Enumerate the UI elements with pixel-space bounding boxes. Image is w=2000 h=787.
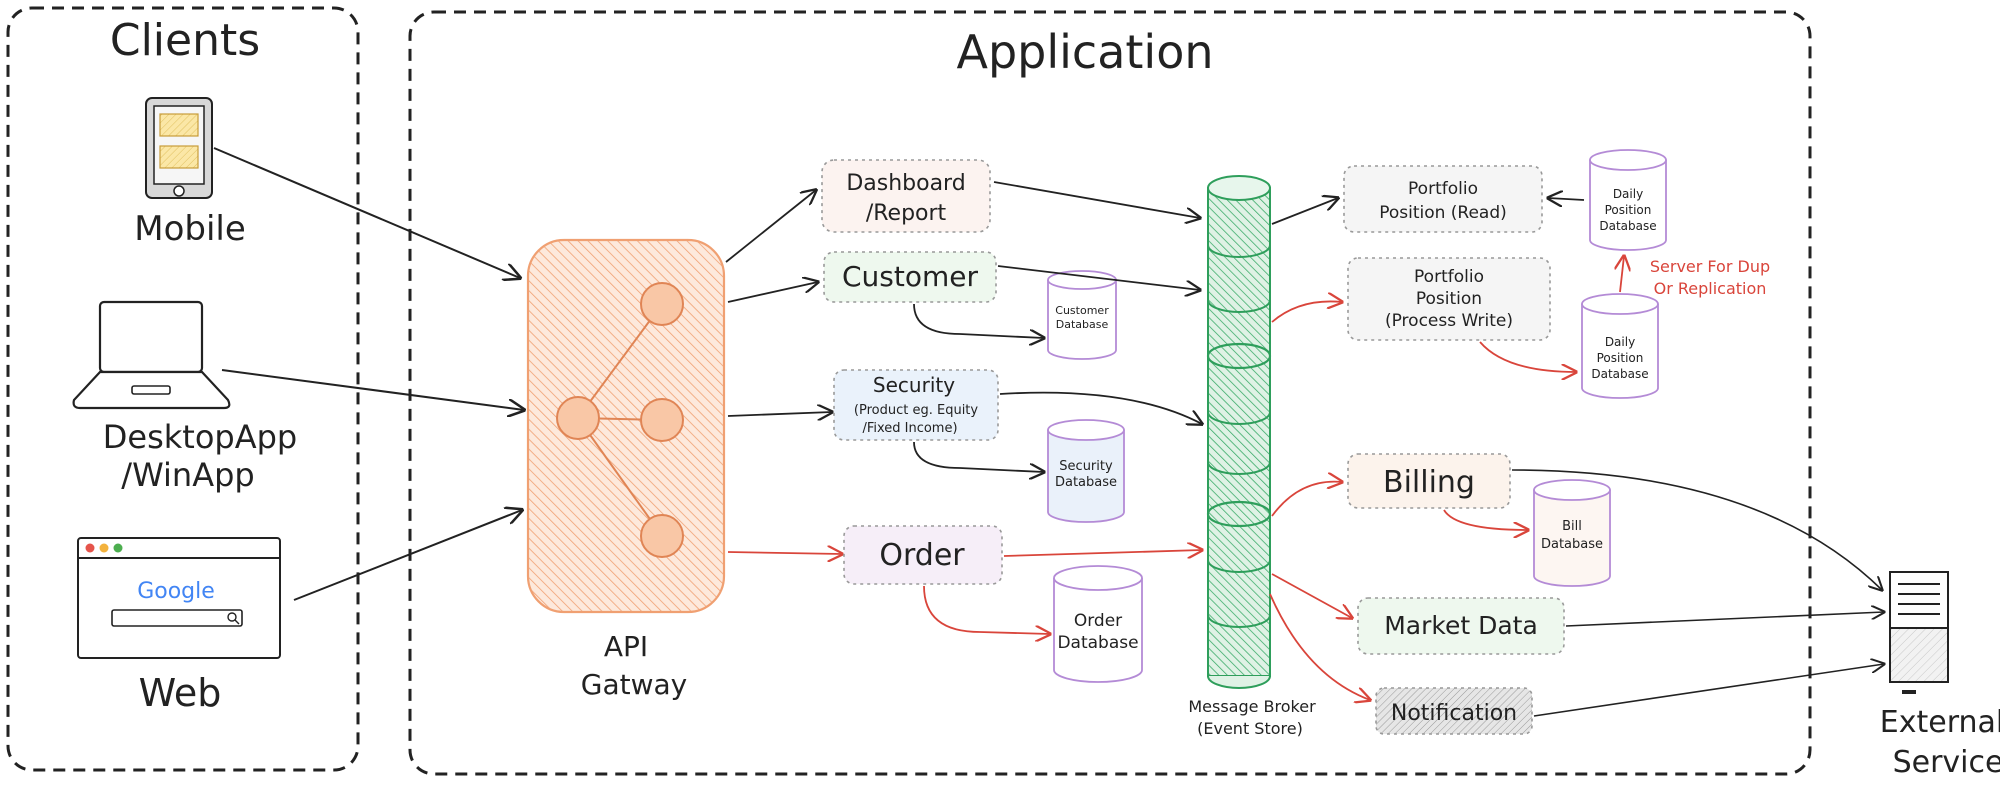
api-gateway[interactable]: API Gatway — [526, 238, 726, 701]
customer-db-line2: Database — [1056, 318, 1109, 331]
broker-label-line1: Message Broker — [1188, 697, 1316, 716]
notification-label: Notification — [1391, 701, 1517, 726]
bill-database[interactable]: Bill Database — [1533, 479, 1611, 587]
order-db-line1: Order — [1074, 611, 1122, 631]
arrow-web-to-gateway — [293, 510, 522, 601]
security-label-line2: (Product eg. Equity — [854, 403, 978, 418]
customer-db-line1: Customer — [1055, 304, 1109, 317]
external-label-line2: Service — [1893, 745, 2000, 780]
daily-bottom-line1: Daily — [1605, 335, 1635, 349]
portfolio-write-line1: Portfolio — [1414, 267, 1484, 287]
arrow-broker-to-market-data — [1271, 573, 1352, 618]
server-icon — [1889, 571, 1949, 694]
arrow-gateway-to-security — [727, 412, 832, 416]
daily-bottom-line2: Position — [1597, 351, 1644, 365]
arrow-security-to-broker — [999, 391, 1202, 424]
customer-service[interactable]: Customer — [823, 251, 997, 303]
arrow-customer-to-db — [913, 303, 1044, 338]
portfolio-read-line2: Position (Read) — [1379, 203, 1507, 223]
arrow-order-to-broker — [1003, 550, 1202, 556]
arrow-security-to-db — [913, 441, 1044, 472]
daily-top-line1: Daily — [1613, 187, 1643, 201]
mobile-phone-icon — [145, 97, 213, 199]
arrow-gateway-to-customer — [727, 282, 818, 303]
order-db-line2: Database — [1057, 633, 1138, 653]
billing-label: Billing — [1383, 465, 1475, 500]
external-label-line1: External — [1880, 705, 2000, 740]
daily-position-database-bottom[interactable]: Daily Position Database — [1581, 293, 1659, 399]
arrow-replication — [1620, 256, 1624, 293]
message-broker[interactable]: Message Broker (Event Store) — [1188, 175, 1316, 738]
security-label-line3: /Fixed Income) — [862, 421, 957, 436]
arrow-billing-to-bill-db — [1443, 509, 1528, 530]
dashboard-label-line1: Dashboard — [846, 171, 965, 196]
application-group-title: Application — [956, 25, 1213, 79]
google-logo: Google — [137, 579, 215, 604]
arrow-customer-to-broker — [997, 265, 1200, 290]
broker-label-line2: (Event Store) — [1197, 719, 1303, 738]
arrow-notification-to-external — [1533, 664, 1884, 717]
arrow-desktop-to-gateway — [221, 369, 524, 410]
clients-group-title: Clients — [110, 15, 260, 66]
desktop-client[interactable]: DesktopApp /WinApp — [72, 300, 298, 494]
web-client[interactable]: Google Web — [77, 537, 281, 715]
daily-top-line3: Database — [1599, 219, 1656, 233]
security-db-line2: Database — [1055, 475, 1117, 490]
arrow-market-data-to-external — [1565, 612, 1884, 627]
order-service[interactable]: Order — [843, 525, 1003, 585]
arrow-broker-to-notification — [1269, 593, 1370, 700]
dashboard-report-service[interactable]: Dashboard /Report — [821, 159, 991, 233]
customer-database[interactable]: Customer Database — [1047, 270, 1117, 360]
external-service[interactable]: External Service — [1880, 571, 2000, 780]
arrow-broker-to-portfolio-read — [1271, 198, 1338, 225]
bill-db-line2: Database — [1541, 537, 1603, 552]
arrow-gateway-to-dashboard — [725, 190, 816, 263]
desktop-label-line1: DesktopApp — [103, 418, 297, 456]
arrow-mobile-to-gateway — [213, 147, 520, 278]
arrow-gateway-to-order — [727, 552, 842, 554]
daily-top-line2: Position — [1605, 203, 1652, 217]
application-group: Application — [408, 10, 1812, 776]
replication-note: Server For Dup Or Replication — [1650, 257, 1770, 298]
market-data-service[interactable]: Market Data — [1357, 597, 1565, 655]
daily-position-database-top[interactable]: Daily Position Database — [1589, 149, 1667, 251]
gateway-label-line1: API — [604, 630, 648, 663]
arrow-daily-db-to-portfolio-read — [1548, 198, 1585, 200]
portfolio-read-line1: Portfolio — [1408, 179, 1478, 199]
replication-line1: Server For Dup — [1650, 257, 1770, 276]
browser-window-icon: Google — [77, 537, 281, 659]
bill-db-line1: Bill — [1562, 519, 1582, 534]
arrow-broker-to-portfolio-write — [1271, 301, 1342, 323]
arrow-billing-to-external — [1511, 469, 1882, 590]
daily-bottom-line3: Database — [1591, 367, 1648, 381]
portfolio-write-line3: (Process Write) — [1385, 311, 1513, 331]
security-database[interactable]: Security Database — [1047, 419, 1125, 523]
portfolio-position-read-service[interactable]: Portfolio Position (Read) — [1343, 165, 1543, 233]
gateway-label-line2: Gatway — [581, 668, 687, 701]
market-data-label: Market Data — [1384, 611, 1538, 640]
mobile-client[interactable]: Mobile — [134, 97, 246, 249]
portfolio-write-line2: Position — [1416, 289, 1482, 309]
security-label-line1: Security — [873, 373, 955, 397]
portfolio-position-write-service[interactable]: Portfolio Position (Process Write) — [1347, 257, 1551, 341]
laptop-icon — [72, 300, 231, 410]
arrow-portfolio-write-to-daily-db — [1479, 341, 1576, 372]
arrow-dashboard-to-broker — [993, 181, 1200, 218]
dashboard-label-line2: /Report — [866, 201, 947, 226]
clients-group: Clients — [6, 6, 360, 772]
web-label: Web — [139, 671, 222, 715]
notification-service[interactable]: Notification — [1375, 687, 1533, 735]
billing-service[interactable]: Billing — [1347, 453, 1511, 509]
customer-label: Customer — [842, 260, 978, 293]
mobile-label: Mobile — [134, 209, 246, 249]
order-label: Order — [879, 538, 965, 573]
security-service[interactable]: Security (Product eg. Equity /Fixed Inco… — [833, 369, 999, 441]
gateway-network-icon — [556, 282, 684, 558]
desktop-label-line2: /WinApp — [121, 456, 254, 494]
replication-line2: Or Replication — [1654, 279, 1767, 298]
arrow-broker-to-billing — [1271, 482, 1342, 517]
security-db-line1: Security — [1059, 459, 1113, 474]
order-database[interactable]: Order Database — [1053, 565, 1143, 683]
arrow-order-to-db — [923, 585, 1050, 634]
